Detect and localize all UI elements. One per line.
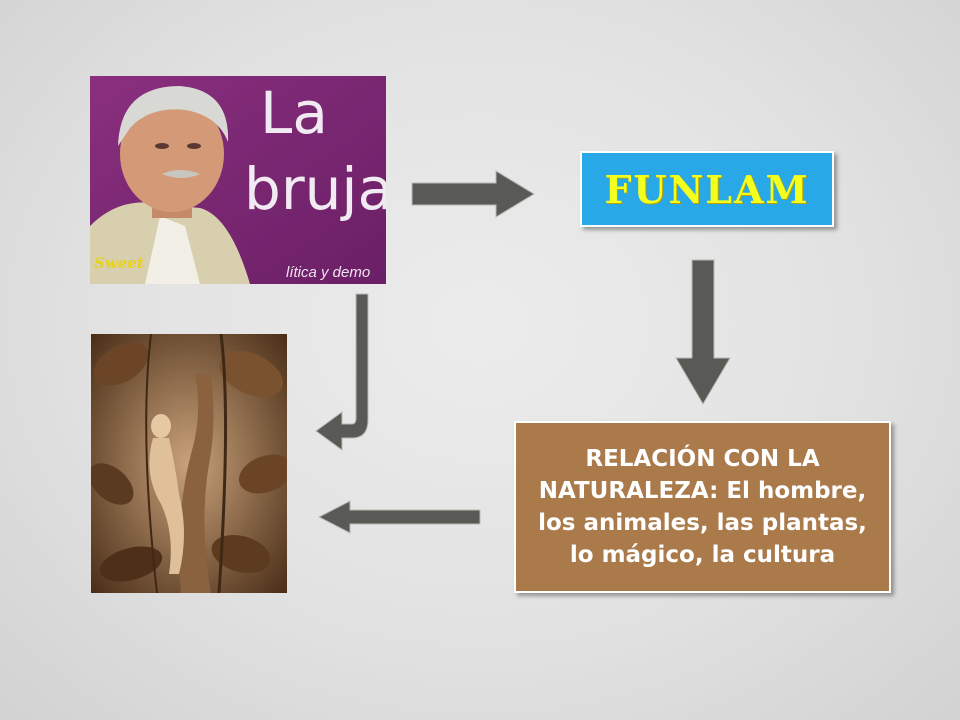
jungle-figure-image [91,334,287,593]
arrow-bent-down-left-icon [315,293,369,451]
funlam-label: FUNLAM [604,166,810,212]
arrow-down-icon [675,259,731,405]
image-title-line-2: bruja [244,155,386,223]
jungle-figure-illustration [91,334,287,593]
arrow-right-icon [411,170,535,218]
image-logo-text: Sweet [94,254,144,272]
man-portrait-illustration [90,76,386,284]
arrow-left-icon [317,500,481,534]
image-title-line-1: La [260,79,328,147]
man-portrait-image: La bruja lítica y demo Sweet [90,76,386,284]
nature-relation-label: RELACIÓN CON LA NATURALEZA: El hombre, l… [538,445,867,569]
funlam-box: FUNLAM [580,151,834,227]
nature-relation-box: RELACIÓN CON LA NATURALEZA: El hombre, l… [514,421,891,593]
image-subtitle: lítica y demo [286,264,371,281]
